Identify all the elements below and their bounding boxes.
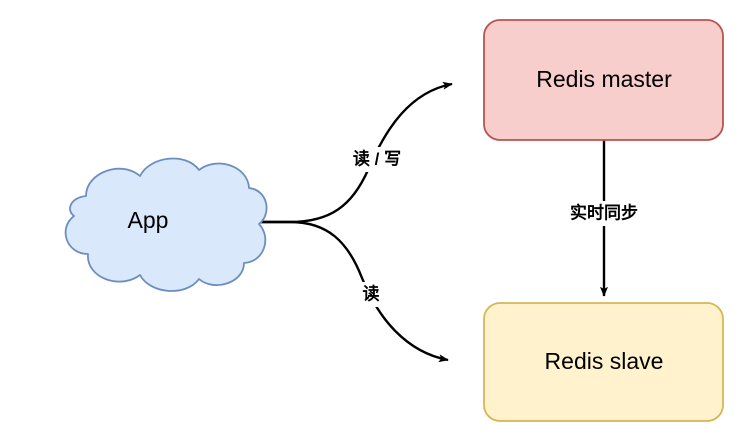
edge-app-to-slave-line [258,220,449,363]
node-redis-slave-label: Redis slave [545,348,664,374]
edge-master-to-slave: 实时同步 [552,140,656,297]
edge-app-to-slave: 读 [258,220,449,363]
node-redis-master[interactable]: Redis master [483,19,724,141]
node-app-label: App [128,207,169,233]
edge-master-to-slave-label: 实时同步 [570,202,638,222]
node-app-shape [64,157,268,292]
edge-master-to-slave-label-bg [552,201,656,226]
node-redis-master-label: Redis master [536,66,672,92]
node-redis-slave-shape [483,302,724,422]
edge-app-to-slave-label-bg [350,282,392,307]
edge-app-to-slave-label: 读 [363,283,380,303]
node-redis-slave[interactable]: Redis slave [483,302,724,422]
node-app[interactable]: App [64,157,268,292]
edge-app-to-master-label-bg [326,147,429,172]
edge-app-to-master-label: 读 / 写 [353,148,401,168]
node-redis-master-shape [483,19,724,141]
edge-app-to-master: 读 / 写 [258,81,453,224]
